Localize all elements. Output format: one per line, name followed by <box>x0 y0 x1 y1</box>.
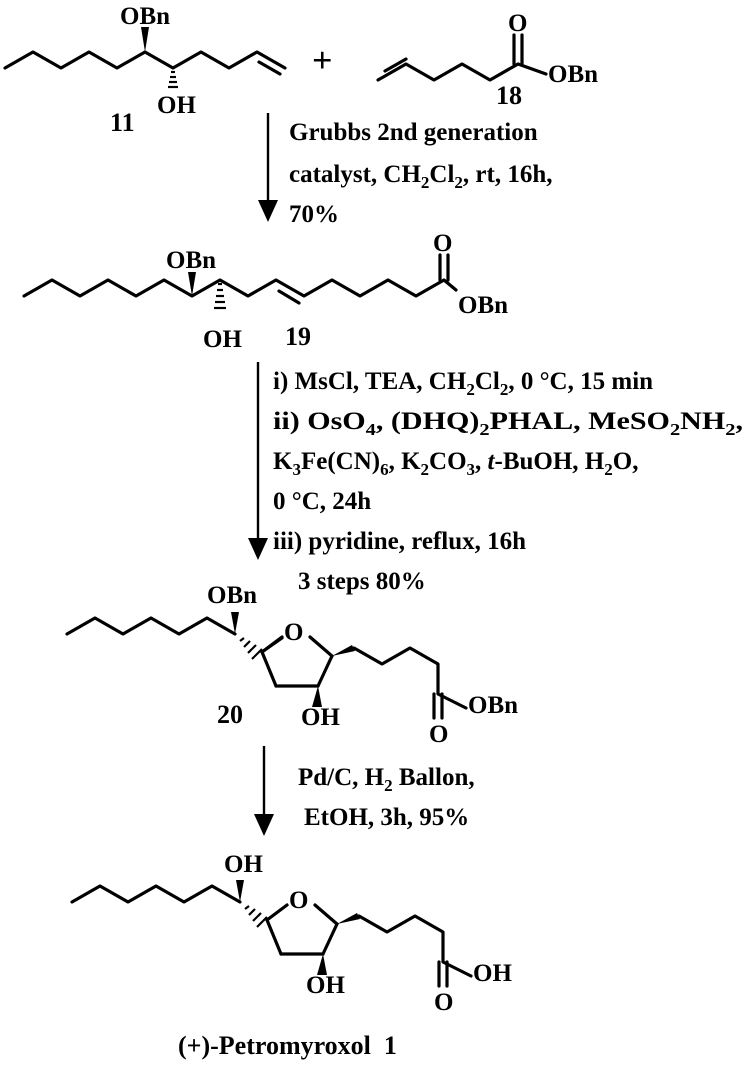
compound-11-oh-label: OH <box>157 92 196 119</box>
compound-11-alkene-double-bond <box>257 60 282 76</box>
compound-11-skeleton <box>3 50 287 70</box>
compound-1-hexyl-chain <box>70 884 242 904</box>
compound-11: OBn OH 11 <box>3 3 287 137</box>
step1-line-2: catalyst, CH2Cl2, rt, 16h, <box>289 161 553 192</box>
step3-line-2: EtOH, 3h, 95% <box>304 804 469 831</box>
compound-20-ring-bond-1 <box>260 635 284 654</box>
compound-20-obn2-label: OBn <box>468 692 518 719</box>
compound-20-obn-wedge <box>231 612 239 634</box>
step2-line-4: 0 °C, 24h <box>273 488 371 515</box>
compound-1-ring-o-label: O <box>289 887 308 914</box>
compound-1-o-label: O <box>434 989 453 1016</box>
step3-conditions: Pd/C, H2 Ballon, EtOH, 3h, 95% <box>298 764 475 831</box>
compound-1-oh-label-top: OH <box>224 851 263 878</box>
compound-19-number: 19 <box>285 322 311 351</box>
compound-20-ring-bond-5 <box>260 650 278 688</box>
compound-20: O OBn OH OBn O 20 <box>65 582 518 748</box>
compound-1-ring-bond-2 <box>313 903 339 926</box>
compound-19-o-label: O <box>433 230 452 257</box>
compound-18-obn-label: OBn <box>548 61 598 88</box>
compound-11-obn-wedge <box>141 27 149 52</box>
compound-11-obn-label: OBn <box>120 3 170 30</box>
compound-20-ring-bond-2 <box>308 635 334 658</box>
compound-1-chain-wedge <box>337 913 360 924</box>
compound-19: OBn OH O OBn 19 <box>22 230 508 353</box>
step2-conditions: i) MsCl, TEA, CH2Cl2, 0 °C, 15 min ii) O… <box>273 368 743 595</box>
compound-19-obn2-label: OBn <box>458 292 508 319</box>
compound-19-alkene-double-bond <box>277 289 301 305</box>
compound-20-oh-wedge <box>312 686 322 707</box>
compound-20-oh-label: OH <box>301 704 340 731</box>
step3-line-1: Pd/C, H2 Ballon, <box>298 764 475 795</box>
step2-line-5: iii) pyridine, reflux, 16h <box>273 528 526 555</box>
compound-19-obn-wedge <box>188 272 196 296</box>
compound-1-oh-label-acid: OH <box>473 960 512 987</box>
compound-1-ring-bond-3 <box>321 922 339 956</box>
compound-20-acid-chain <box>352 646 468 710</box>
compound-1-oh-wedge-top <box>236 880 244 902</box>
plus-sign: + <box>312 40 333 80</box>
compound-11-oh-hash <box>168 70 178 89</box>
compound-20-o-label: O <box>429 721 448 748</box>
compound-20-ring-bond-3 <box>316 654 334 688</box>
compound-20-ring-hash <box>239 637 263 660</box>
compound-20-ring-o-label: O <box>284 619 303 646</box>
step2-line-1: i) MsCl, TEA, CH2Cl2, 0 °C, 15 min <box>273 368 653 399</box>
compound-1-name: (+)-Petromyroxol 1 <box>178 1031 397 1060</box>
step2-line-3: K3Fe(CN)6, K2CO3, t-BuOH, H2O, <box>273 448 638 479</box>
compound-18-o-label: O <box>508 10 527 37</box>
compound-18: O OBn 18 <box>376 10 598 110</box>
compound-1-oh-label-ring: OH <box>306 972 345 999</box>
step1-line-1: Grubbs 2nd generation <box>289 119 538 146</box>
compound-1-acid-chain <box>357 914 473 978</box>
arrow-3 <box>254 746 274 836</box>
compound-19-oh-hash <box>214 282 226 310</box>
compound-1-ring-hash <box>244 905 268 928</box>
compound-20-number: 20 <box>217 700 243 729</box>
compound-1-oh-wedge-ring <box>317 954 327 975</box>
compound-1-ring-bond-5 <box>265 918 283 956</box>
step1-conditions: Grubbs 2nd generation catalyst, CH2Cl2, … <box>289 119 553 228</box>
compound-18-skeleton <box>376 62 548 82</box>
compound-18-alkene-double-bond <box>383 57 408 73</box>
arrow-1 <box>258 113 278 222</box>
compound-11-number: 11 <box>110 108 135 137</box>
compound-1-petromyroxol: O OH OH OH O (+)-Petromyroxol 1 <box>70 851 512 1060</box>
compound-1-ring-bond-1 <box>265 903 289 922</box>
step2-line-6: 3 steps 80% <box>298 568 426 595</box>
compound-20-obn-label: OBn <box>207 582 257 609</box>
compound-19-skeleton <box>22 278 458 298</box>
compound-18-number: 18 <box>496 81 522 110</box>
arrow-2 <box>248 362 268 560</box>
compound-20-hexyl-chain <box>65 616 237 636</box>
compound-20-chain-wedge <box>332 645 355 656</box>
compound-19-oh-label: OH <box>203 326 242 353</box>
compound-19-obn-label: OBn <box>166 247 216 274</box>
step1-line-3: 70% <box>289 201 339 228</box>
